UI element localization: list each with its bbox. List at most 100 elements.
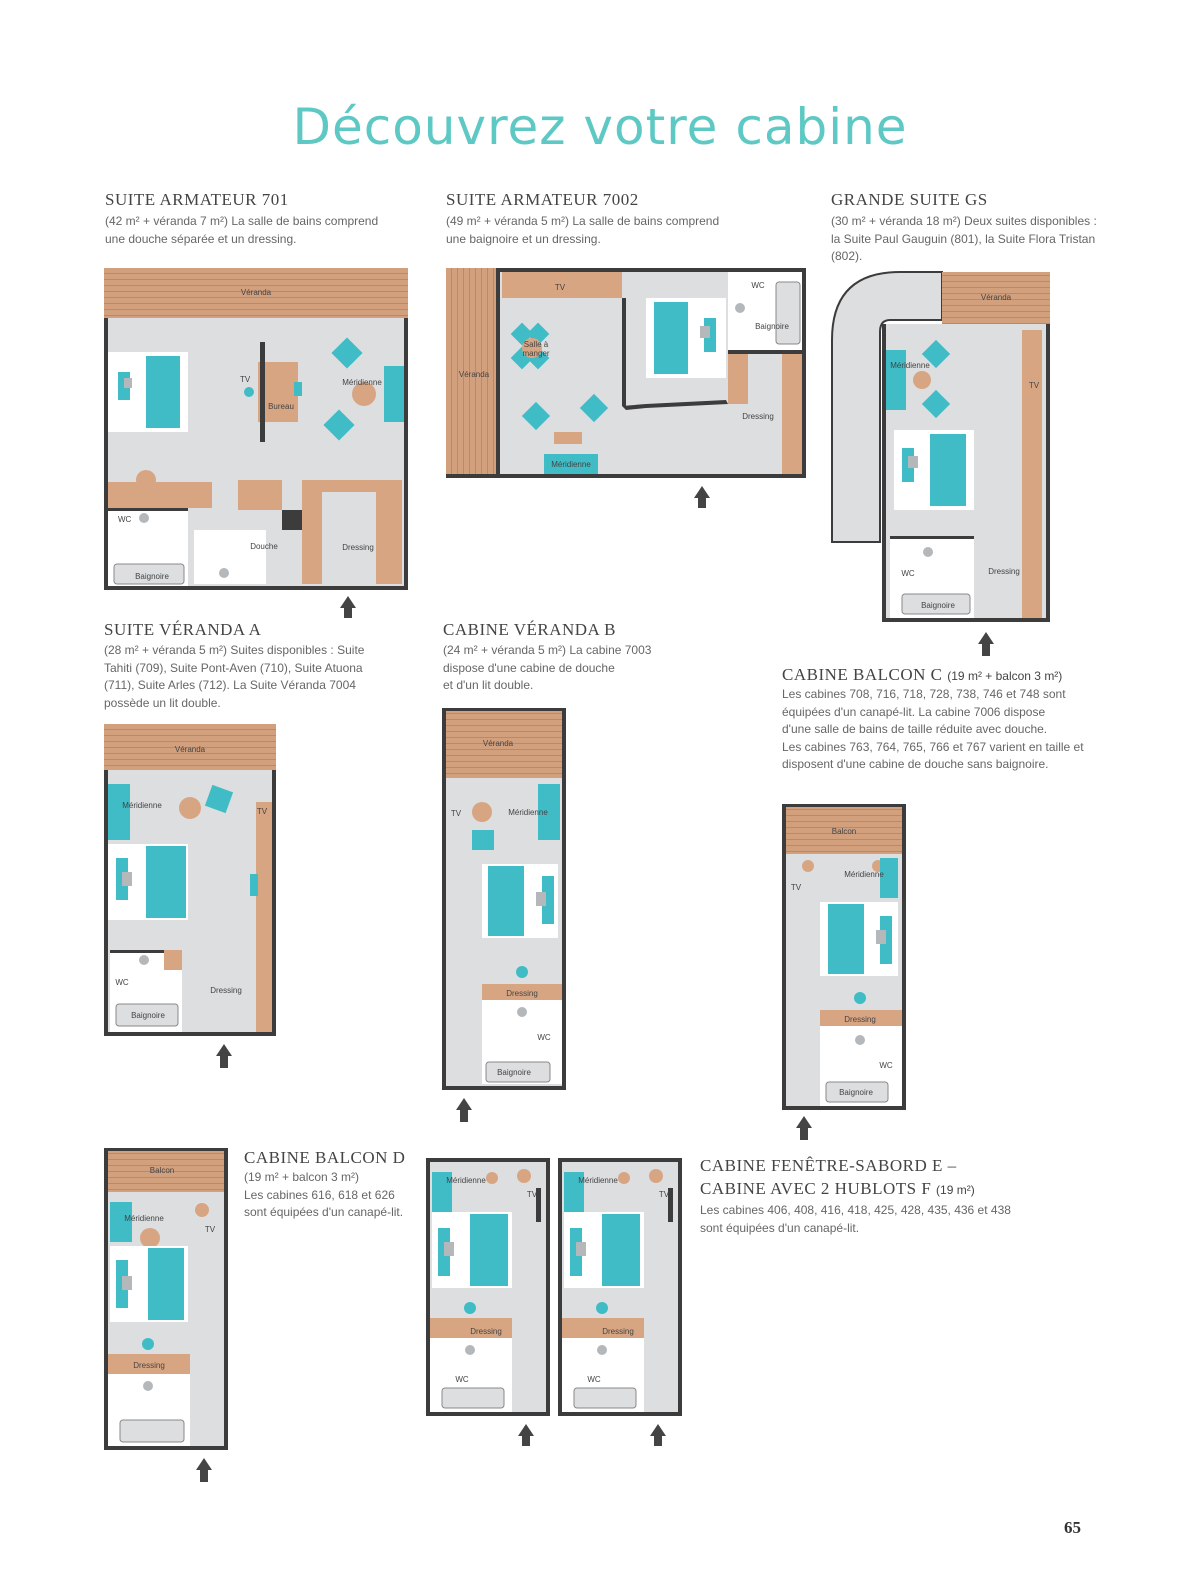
wc-label: WC <box>901 569 915 578</box>
section-desc-ef: Les cabines 406, 408, 416, 418, 425, 428… <box>700 1202 1011 1237</box>
tv-label: TV <box>527 1190 538 1199</box>
desc-line: Les cabines 708, 716, 718, 728, 738, 746… <box>782 687 1066 701</box>
veranda-deck <box>104 724 276 770</box>
wc-label: WC <box>118 515 132 524</box>
desc-line: une douche séparée et un dressing. <box>105 231 297 246</box>
dressing-label: Dressing <box>988 567 1020 576</box>
page-title: Découvrez votre cabine <box>292 98 908 156</box>
tv-label: TV <box>1029 381 1040 390</box>
desc-line: Les cabines 616, 618 et 626 <box>244 1187 395 1202</box>
desc-line: et d'un lit double. <box>443 678 534 692</box>
meridienne-label: Méridienne <box>124 1214 164 1223</box>
desc-line: équipées d'un canapé-lit. La cabine 7006… <box>782 704 1046 719</box>
meridienne-label: Méridienne <box>890 361 930 370</box>
section-title-7002: SUITE ARMATEUR 7002 <box>446 190 639 209</box>
meridienne-label: Méridienne <box>446 1176 486 1185</box>
desc-line: Tahiti (709), Suite Pont-Aven (710), Sui… <box>104 660 363 675</box>
section-desc-gs: (30 m² + véranda 18 m²) Deux suites disp… <box>831 213 1097 266</box>
tv-label: TV <box>205 1225 216 1234</box>
douche-label: Douche <box>250 542 278 551</box>
floorplan-gs: Véranda TV Méridienne WC Baignoire Dress… <box>831 271 1050 656</box>
section-desc-7002: (49 m² + véranda 5 m²) La salle de bains… <box>446 213 719 248</box>
desc-line: sont équipées d'un canapé-lit. <box>700 1220 860 1235</box>
veranda-deck <box>442 708 566 778</box>
veranda-label: Véranda <box>483 739 514 748</box>
entrance-arrow-icon <box>340 596 356 618</box>
meridienne-label: Méridienne <box>122 801 162 810</box>
desc-line: une baignoire et un dressing. <box>446 231 601 246</box>
floorplan-701: Véranda Bureau TV Méridienne Dressing WC… <box>104 268 408 618</box>
meridienne-label: Méridienne <box>578 1176 618 1185</box>
balcon-label: Balcon <box>150 1166 174 1175</box>
section-title-bd: CABINE BALCON D <box>244 1148 406 1167</box>
wc-label: WC <box>455 1375 469 1384</box>
desc-line: Les cabines 763, 764, 765, 766 et 767 va… <box>782 739 1084 754</box>
baignoire-label: Baignoire <box>135 572 169 581</box>
section-title-gs: GRANDE SUITE GS <box>831 190 988 209</box>
baignoire-label: Baignoire <box>755 322 789 331</box>
desc-line: (30 m² + véranda 18 m²) Deux suites disp… <box>831 214 1097 228</box>
dressing-label: Dressing <box>133 1361 165 1370</box>
floorplan-f: Méridienne TV Dressing WC <box>558 1158 682 1446</box>
tv-label: TV <box>257 807 268 816</box>
veranda-label: Véranda <box>241 288 272 297</box>
section-title-ef-2: CABINE AVEC 2 HUBLOTS F (19 m²) <box>700 1179 975 1199</box>
desc-line: (711), Suite Arles (712). La Suite Véran… <box>104 678 356 692</box>
desc-line: (802). <box>831 249 863 263</box>
desc-line: (19 m² + balcon 3 m²) <box>244 1170 360 1184</box>
veranda-deck <box>446 268 496 478</box>
tv-label: TV <box>451 809 462 818</box>
curved-veranda <box>831 271 943 543</box>
dressing-va <box>256 802 272 1032</box>
dressing-label: Dressing <box>470 1327 502 1336</box>
desc-line: dispose d'une cabine de douche <box>443 660 615 675</box>
dressing-label: Dressing <box>210 986 242 995</box>
veranda-deck <box>104 268 408 318</box>
desc-line: (24 m² + véranda 5 m²) La cabine 7003 <box>443 643 652 657</box>
dressing-label: Dressing <box>342 543 374 552</box>
entrance-arrow-icon <box>456 1098 472 1122</box>
veranda-label: Véranda <box>459 370 490 379</box>
meridienne-label: Méridienne <box>508 808 548 817</box>
section-desc-bd: (19 m² + balcon 3 m²) Les cabines 616, 6… <box>244 1169 403 1222</box>
veranda-label: Véranda <box>981 293 1012 302</box>
section-desc-va: (28 m² + véranda 5 m²) Suites disponible… <box>104 642 364 712</box>
entrance-arrow-icon <box>650 1424 666 1446</box>
desc-line: (49 m² + véranda 5 m²) La salle de bains… <box>446 214 720 228</box>
wc-label: WC <box>537 1033 551 1042</box>
section-desc-vb: (24 m² + véranda 5 m²) La cabine 7003 di… <box>443 642 651 695</box>
balcony-deck <box>782 804 906 854</box>
floorplan-vb: Véranda Méridienne TV Dressing WC Baigno… <box>442 708 566 1122</box>
tv-label: TV <box>555 283 566 292</box>
dining-label-1: Salle à <box>524 340 549 349</box>
meridienne-label: Méridienne <box>342 378 382 387</box>
entrance-arrow-icon <box>216 1044 232 1068</box>
dressing-label: Dressing <box>506 989 538 998</box>
wc-label: WC <box>879 1061 893 1070</box>
tv-label: TV <box>791 883 802 892</box>
desc-line: la Suite Paul Gauguin (801), la Suite Fl… <box>831 231 1096 246</box>
desc-line: d'une salle de bains de taille réduite a… <box>782 722 1048 736</box>
title-subtitle: (19 m²) <box>936 1183 975 1197</box>
page-number: 65 <box>1064 1518 1081 1537</box>
entrance-arrow-icon <box>978 632 994 656</box>
floorplan-e: Méridienne TV Dressing WC <box>426 1158 550 1446</box>
dining-label-2: manger <box>522 349 549 358</box>
tv-label: TV <box>659 1190 670 1199</box>
section-desc-bc: Les cabines 708, 716, 718, 728, 738, 746… <box>782 686 1084 774</box>
wc-label: WC <box>115 978 129 987</box>
entrance-arrow-icon <box>694 486 710 508</box>
dressing-label: Dressing <box>602 1327 634 1336</box>
dressing-gs <box>1022 330 1042 618</box>
floorplan-bc: Balcon Méridienne TV Dressing WC Baignoi… <box>782 804 906 1140</box>
entrance-arrow-icon <box>518 1424 534 1446</box>
section-desc-701: (42 m² + véranda 7 m²) La salle de bains… <box>105 213 378 248</box>
baignoire-label: Baignoire <box>497 1068 531 1077</box>
desc-line: disposent d'une cabine de douche sans ba… <box>782 757 1049 771</box>
bureau-label: Bureau <box>268 402 294 411</box>
desc-line: possède un lit double. <box>104 695 221 710</box>
title-subtitle: (19 m² + balcon 3 m²) <box>947 669 1063 683</box>
wc-label: WC <box>751 281 765 290</box>
meridienne-label: Méridienne <box>551 460 591 469</box>
meridienne-label: Méridienne <box>844 870 884 879</box>
